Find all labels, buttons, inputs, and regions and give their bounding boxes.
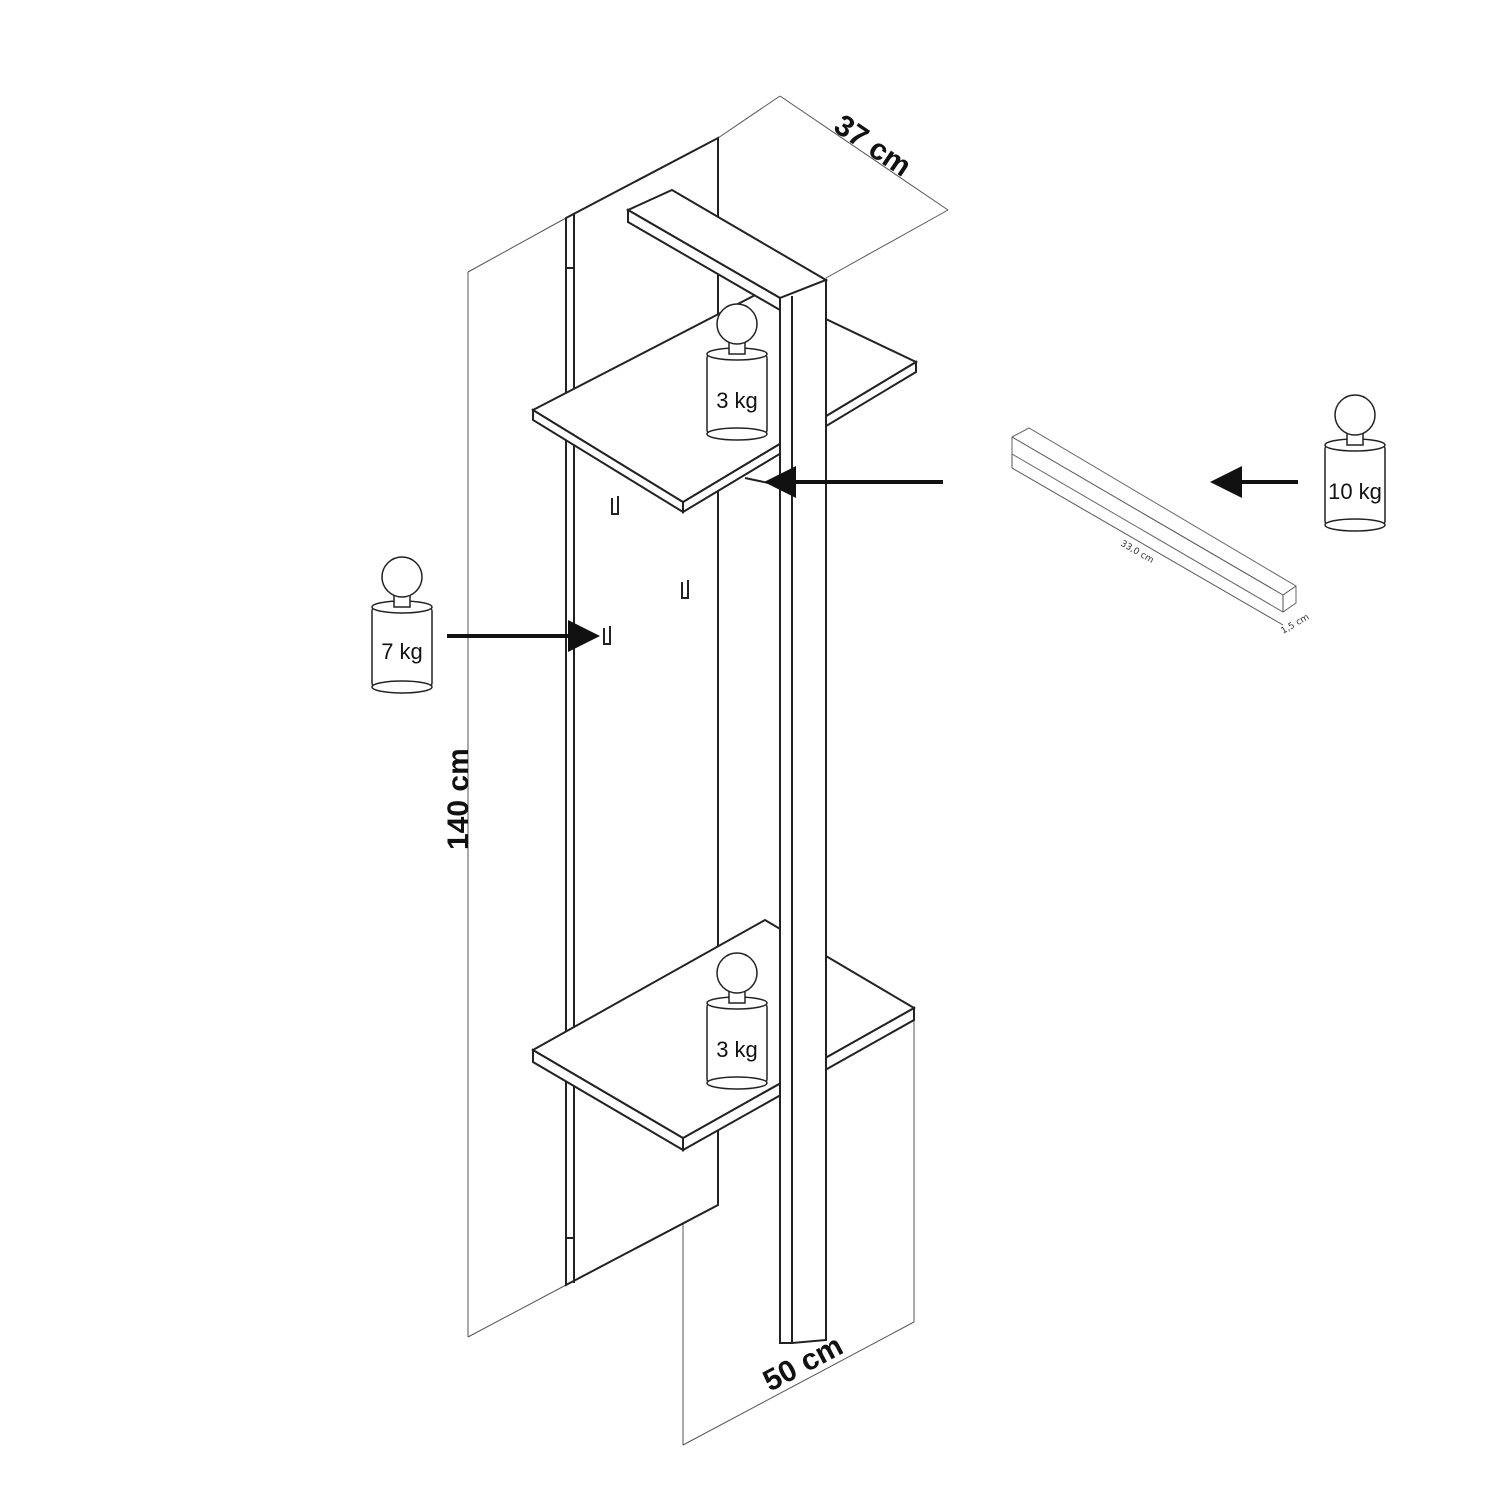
weight-bottom-shelf-label: 3 kg [716, 1037, 758, 1062]
weight-rod-label: 10 kg [1328, 479, 1382, 504]
weight-rod: 10 kg [1324, 394, 1386, 532]
rod-detail: 33,0 cm 1,5 cm [1011, 427, 1312, 637]
weight-hooks: 7 kg [371, 556, 433, 694]
weight-bottom-shelf: 3 kg [706, 952, 768, 1090]
weight-hooks-label: 7 kg [381, 639, 423, 664]
rod-thickness-label: 1,5 cm [1280, 612, 1312, 636]
hooks [603, 496, 689, 645]
dimension-height: 140 cm [442, 217, 567, 1338]
depth-label: 37 cm [828, 108, 917, 183]
front-post [779, 278, 827, 1344]
weight-top-shelf: 3 kg [706, 303, 768, 441]
rod-length-label: 33,0 cm [1119, 539, 1156, 566]
weight-top-shelf-label: 3 kg [716, 388, 758, 413]
height-label: 140 cm [442, 748, 475, 850]
